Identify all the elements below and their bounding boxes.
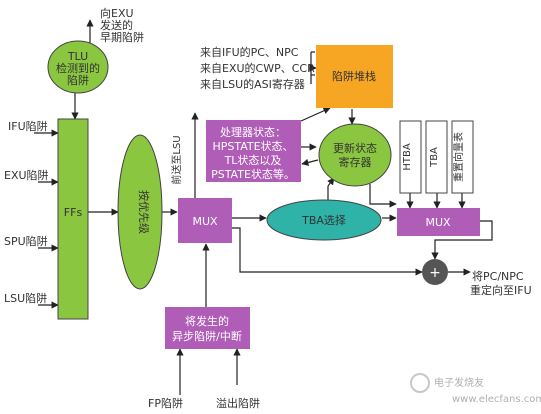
mux-left: MUX xyxy=(178,198,232,243)
mux-right: MUX xyxy=(397,208,480,236)
update-state-ellipse: 更新状态 寄存器 xyxy=(318,123,392,187)
source-ifu: 来自IFU的PC、NPC xyxy=(200,45,299,59)
tba-select-ellipse: TBA选择 xyxy=(266,199,382,241)
svg-text:www.elecfans.com: www.elecfans.com xyxy=(452,394,541,405)
svg-text:向EXU: 向EXU xyxy=(100,6,134,20)
to-lsu-label: 前送至LSU xyxy=(170,135,183,184)
tlu-line: 检测到的 xyxy=(56,61,100,75)
svg-text:前送至LSU: 前送至LSU xyxy=(170,135,183,184)
svg-text:更新状态: 更新状态 xyxy=(333,141,377,155)
bottom-trap-labels: FP陷阱 溢出陷阱 xyxy=(148,396,260,410)
reset-vector-block: 重置向量表 xyxy=(451,120,474,194)
source-exu: 来自EXU的CWP、CCR xyxy=(200,61,315,75)
svg-text:电子发烧友: 电子发烧友 xyxy=(434,376,484,389)
svg-text:重置向量表: 重置向量表 xyxy=(452,132,465,182)
tba-block: TBA xyxy=(425,120,448,194)
processor-state-block: 处理器状态： HPSTATE状态、 TL状态以及 PSTATE状态等。 xyxy=(206,120,301,182)
svg-text:MUX: MUX xyxy=(192,215,218,228)
overflow-trap-label: 溢出陷阱 xyxy=(216,396,260,410)
source-lsu: 来自LSU的ASI寄存器 xyxy=(200,77,305,91)
connectors xyxy=(34,19,493,395)
svg-text:HPSTATE状态、: HPSTATE状态、 xyxy=(212,139,293,153)
svg-text:TL状态以及: TL状态以及 xyxy=(224,153,282,167)
tlu-line: TLU xyxy=(67,50,88,63)
svg-text:PSTATE状态等。: PSTATE状态等。 xyxy=(211,167,295,181)
spu-trap-label: SPU陷阱 xyxy=(4,234,48,248)
svg-text:异步陷阱/中断: 异步陷阱/中断 xyxy=(172,329,242,343)
fp-trap-label: FP陷阱 xyxy=(148,396,183,410)
svg-text:陷阱堆栈: 陷阱堆栈 xyxy=(332,69,376,83)
svg-text:TBA选择: TBA选择 xyxy=(301,213,346,227)
exu-early-trap-label: 向EXU 发送的 早期陷阱 xyxy=(100,6,144,44)
svg-text:重定向至IFU: 重定向至IFU xyxy=(470,283,532,297)
ffs-block: FFs xyxy=(57,118,89,320)
svg-text:发送的: 发送的 xyxy=(100,18,133,32)
priority-ellipse: 按优先级 xyxy=(117,134,163,290)
svg-text:MUX: MUX xyxy=(425,216,451,229)
source-labels: 来自IFU的PC、NPC 来自EXU的CWP、CCR 来自LSU的ASI寄存器 xyxy=(200,45,315,91)
tlu-line: 陷阱 xyxy=(67,73,89,87)
svg-text:+: + xyxy=(429,265,441,281)
svg-text:将发生的: 将发生的 xyxy=(185,314,229,328)
trap-input-labels: IFU陷阱 EXU陷阱 SPU陷阱 LSU陷阱 xyxy=(4,119,49,305)
output-label: 将PC/NPC 重定向至IFU xyxy=(470,270,532,297)
svg-text:将PC/NPC: 将PC/NPC xyxy=(472,270,524,283)
async-trap-block: 将发生的 异步陷阱/中断 xyxy=(165,307,250,349)
svg-text:TBA: TBA xyxy=(429,147,440,168)
svg-text:FFs: FFs xyxy=(64,206,83,219)
svg-text:按优先级: 按优先级 xyxy=(137,190,151,234)
adder-circle: + xyxy=(422,259,448,285)
watermark: 电子发烧友 www.elecfans.com xyxy=(410,373,541,405)
exu-trap-label: EXU陷阱 xyxy=(4,168,49,182)
lsu-trap-label: LSU陷阱 xyxy=(4,291,47,305)
svg-text:早期陷阱: 早期陷阱 xyxy=(100,30,144,44)
svg-text:HTBA: HTBA xyxy=(402,143,413,170)
svg-text:寄存器: 寄存器 xyxy=(339,155,372,169)
htba-block: HTBA xyxy=(399,120,422,194)
svg-text:处理器状态：: 处理器状态： xyxy=(220,125,286,139)
trap-stack-block: 陷阱堆栈 xyxy=(316,45,393,108)
tlu-node: TLU 检测到的 陷阱 xyxy=(47,40,109,94)
ifu-trap-label: IFU陷阱 xyxy=(8,119,48,133)
